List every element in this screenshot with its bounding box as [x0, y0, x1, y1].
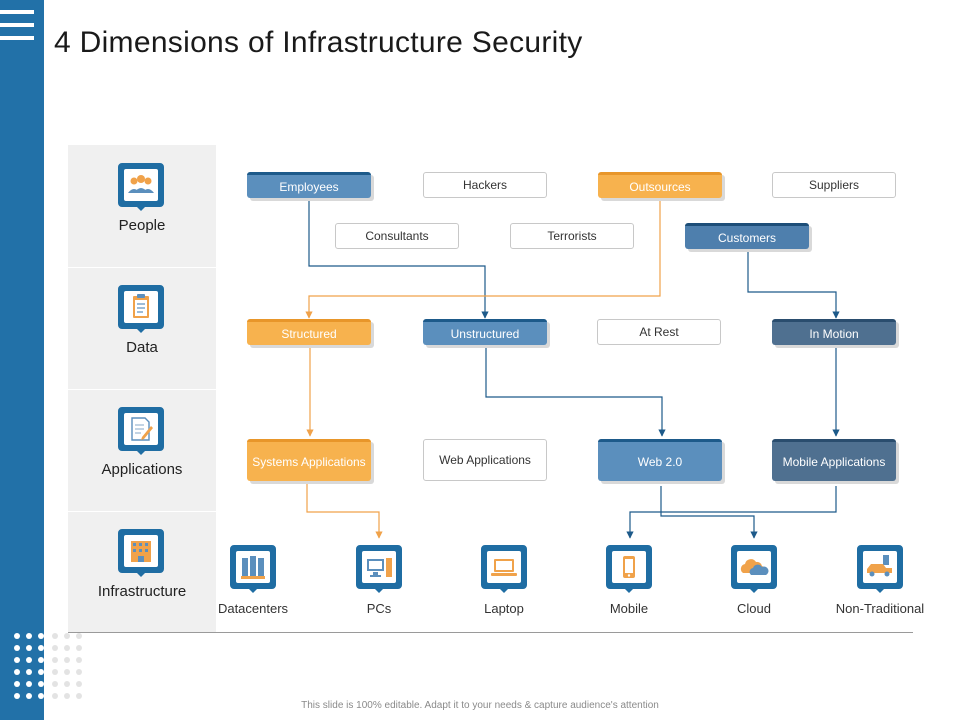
dot-pattern — [14, 633, 82, 699]
desktop-pc-icon — [356, 545, 402, 593]
node-suppliers: Suppliers — [772, 172, 896, 198]
node-web-applications: Web Applications — [423, 439, 547, 481]
people-icon — [118, 163, 164, 211]
connector-unstructured-web2 — [485, 346, 666, 437]
connector-web2-cloud — [660, 486, 758, 539]
mobile-phone-icon — [606, 545, 652, 593]
clipboard-icon — [118, 285, 164, 333]
category-applications: Applications — [68, 389, 216, 512]
infra-pcs: PCs — [319, 543, 439, 633]
category-data: Data — [68, 267, 216, 390]
sidebar-strip — [0, 0, 44, 720]
infra-label: Non-Traditional — [835, 601, 925, 616]
node-hackers: Hackers — [423, 172, 547, 198]
node-systems-applications: Systems Applications — [247, 439, 371, 481]
node-customers: Customers — [685, 223, 809, 249]
node-unstructured: Unstructured — [423, 319, 547, 345]
server-rack-icon — [230, 545, 276, 593]
document-edit-icon — [118, 407, 164, 455]
connector-outsources-structured — [305, 198, 661, 319]
infra-label: Laptop — [484, 601, 524, 616]
category-infrastructure: Infrastructure — [68, 511, 216, 633]
node-at-rest: At Rest — [597, 319, 721, 345]
laptop-icon — [481, 545, 527, 593]
connector-mobileapps-mobile — [626, 486, 837, 539]
node-structured: Structured — [247, 319, 371, 345]
slide-title: 4 Dimensions of Infrastructure Security — [54, 26, 583, 59]
bottom-divider — [68, 632, 913, 633]
category-label: Infrastructure — [97, 583, 187, 600]
infra-non-traditional: Non-Traditional — [820, 543, 940, 633]
category-panel: People Data Applications — [68, 145, 216, 633]
infra-label: Cloud — [737, 601, 771, 616]
category-people: People — [68, 145, 216, 268]
node-mobile-applications: Mobile Applications — [772, 439, 896, 481]
connector-customers-inmotion — [747, 250, 840, 319]
category-label: Applications — [101, 461, 183, 478]
infra-laptop: Laptop — [444, 543, 564, 633]
category-label: People — [118, 217, 166, 234]
node-terrorists: Terrorists — [510, 223, 634, 249]
vehicle-icon — [857, 545, 903, 593]
cloud-icon — [731, 545, 777, 593]
node-web-2-0: Web 2.0 — [598, 439, 722, 481]
infra-cloud: Cloud — [694, 543, 814, 633]
node-outsources: Outsources — [598, 172, 722, 198]
infra-label: PCs — [366, 601, 392, 616]
infra-mobile: Mobile — [569, 543, 689, 633]
category-label: Data — [126, 339, 158, 356]
infra-label: Mobile — [609, 601, 649, 616]
connector-employees-unstructured — [308, 198, 489, 319]
footer-note: This slide is 100% editable. Adapt it to… — [301, 700, 659, 711]
node-in-motion: In Motion — [772, 319, 896, 345]
node-employees: Employees — [247, 172, 371, 198]
menu-icon — [0, 10, 34, 42]
infra-label: Datacenters — [217, 601, 289, 616]
building-icon — [118, 529, 164, 577]
node-consultants: Consultants — [335, 223, 459, 249]
connector-systems-pcs — [306, 484, 383, 539]
infra-datacenters: Datacenters — [193, 543, 313, 633]
